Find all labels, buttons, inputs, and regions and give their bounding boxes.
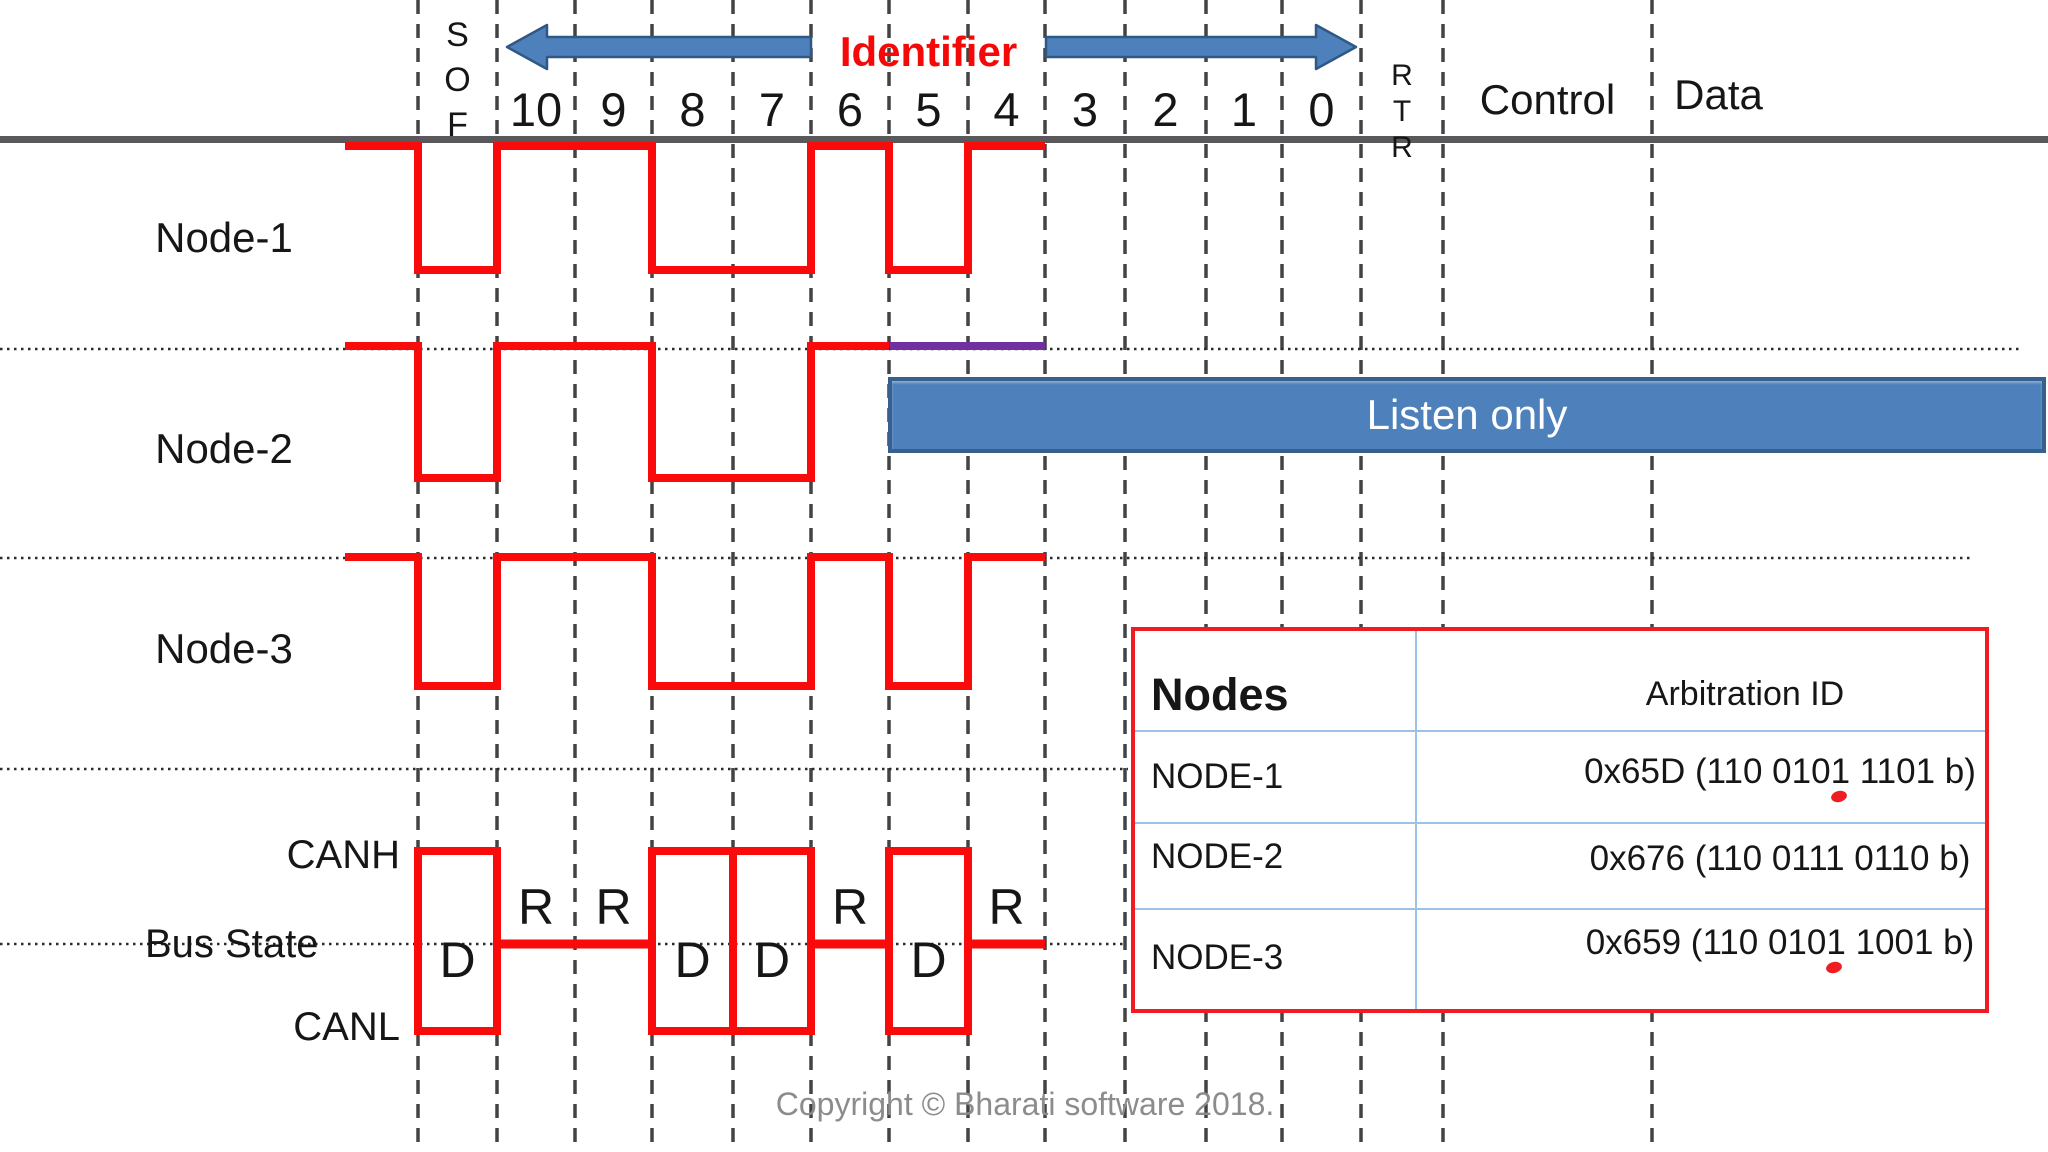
header-baseline — [0, 136, 2048, 143]
copyright-text: Copyright © Bharati software 2018. — [775, 1086, 1275, 1122]
table-row-divider — [1135, 730, 1985, 732]
arbitration-id-text: 1001 b) — [1845, 923, 1975, 962]
bit-number-9: 9 — [600, 83, 627, 136]
bit-number-10: 10 — [509, 83, 563, 136]
bus-dominant-label: D — [439, 932, 476, 988]
table-header-nodes: Nodes — [1151, 669, 1289, 720]
table-row-arbitration-id: 0x65D (110 0101 1101 b) — [1480, 754, 2048, 789]
bit-number-2: 2 — [1152, 83, 1179, 136]
bit-number-6: 6 — [836, 83, 864, 136]
bus-recessive-label: R — [988, 879, 1025, 935]
node-2-label: Node-2 — [155, 425, 293, 472]
bit-number-7: 7 — [758, 83, 786, 136]
bus-recessive-label: R — [517, 879, 555, 935]
table-row-divider — [1135, 822, 1985, 824]
node-2-waveform — [345, 342, 889, 482]
sof-letter: S — [446, 16, 469, 54]
listen-only-banner: Listen only — [888, 377, 2046, 453]
bit-number-5: 5 — [915, 83, 942, 136]
bit-number-8: 8 — [679, 83, 706, 136]
rtr-letter: R — [1391, 131, 1413, 164]
canh-label: CANH — [286, 833, 400, 877]
bit-number-1: 1 — [1230, 83, 1258, 136]
node-1-waveform — [345, 142, 1045, 274]
table-header-arbitration-id: Arbitration ID — [1645, 675, 1845, 713]
arbitration-id-marked-bit: 1 — [1826, 923, 1846, 962]
rtr-letter: T — [1392, 95, 1412, 128]
bus-dominant-label: D — [910, 932, 947, 988]
bus-recessive-label: R — [831, 879, 869, 935]
bit-number-4: 4 — [993, 83, 1020, 136]
rtr-letter: R — [1391, 59, 1413, 92]
node-3-waveform — [345, 553, 1045, 690]
arbitration-id-marked-bit: 1 — [1830, 752, 1851, 791]
identifier-arrow-right-icon — [1044, 23, 1358, 71]
bus-recessive-label: R — [595, 879, 632, 935]
canl-label: CANL — [293, 1005, 400, 1049]
node-1-label: Node-1 — [155, 214, 293, 261]
bus-dominant-label: D — [674, 932, 711, 988]
table-column-divider — [1415, 631, 1417, 1009]
sof-letter: O — [444, 61, 471, 99]
table-row-divider — [1135, 908, 1985, 910]
node-3-label: Node-3 — [155, 625, 293, 672]
table-row-node: NODE-2 — [1151, 837, 1284, 876]
table-row-node: NODE-1 — [1151, 757, 1284, 796]
bus-dominant-label: D — [753, 932, 791, 988]
table-row-arbitration-id: 0x676 (110 0111 0110 b) — [1480, 841, 2048, 876]
table-row-node: NODE-3 — [1151, 938, 1284, 977]
data-column-label: Data — [1674, 71, 1763, 118]
arbitration-table: Nodes Arbitration ID NODE-1 0x65D (110 01… — [1131, 627, 1989, 1013]
bit-number-3: 3 — [1071, 83, 1099, 136]
bit-number-0: 0 — [1308, 83, 1335, 136]
control-column-label: Control — [1479, 76, 1616, 123]
listen-only-label: Listen only — [1366, 391, 1568, 438]
arbitration-id-text: 0x659 (110 010 — [1585, 923, 1827, 962]
arbitration-id-text: 1101 b) — [1850, 752, 1976, 791]
arbitration-id-text: 0x676 (110 0111 0110 b) — [1589, 839, 1971, 878]
identifier-arrow-left-icon — [505, 23, 813, 71]
table-row-arbitration-id: 0x659 (110 0101 1001 b) — [1480, 925, 2048, 960]
sof-letter: F — [447, 106, 468, 144]
arbitration-id-text: 0x65D (110 010 — [1584, 752, 1831, 791]
identifier-label: Identifier — [839, 28, 1018, 75]
bus-state-label: Bus State — [145, 922, 319, 966]
